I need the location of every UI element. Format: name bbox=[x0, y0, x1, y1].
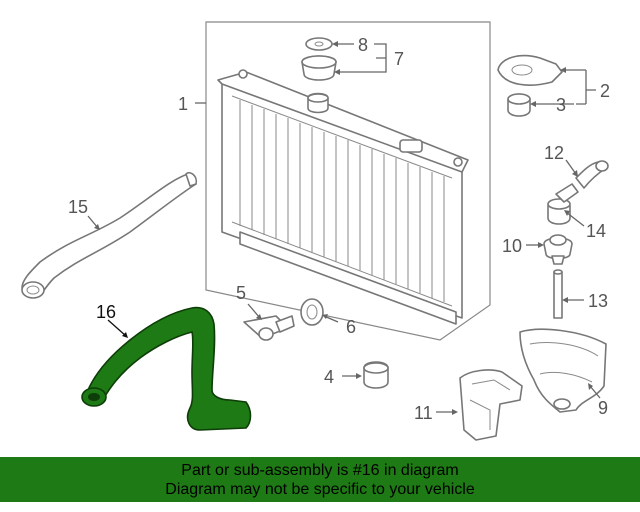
reservoir-hose bbox=[575, 160, 609, 189]
callout-12: 12 bbox=[544, 143, 564, 163]
leader-lines bbox=[87, 41, 601, 415]
callout-14: 14 bbox=[586, 221, 606, 241]
callout-1: 1 bbox=[178, 94, 188, 114]
part-info-banner: Part or sub-assembly is #16 in diagram D… bbox=[0, 457, 640, 502]
radiator bbox=[217, 69, 469, 325]
lower-cushion bbox=[363, 361, 389, 389]
lower-radiator-hose bbox=[81, 306, 252, 431]
radiator-mount-bracket bbox=[497, 54, 563, 117]
hose-joint bbox=[543, 234, 573, 265]
radiator-cap bbox=[301, 37, 337, 114]
callout-16: 16 bbox=[96, 302, 116, 322]
callout-6: 6 bbox=[346, 317, 356, 337]
callout-5: 5 bbox=[236, 283, 246, 303]
drain-plug bbox=[243, 315, 295, 341]
reservoir-tube bbox=[553, 269, 563, 319]
callout-10: 10 bbox=[502, 236, 522, 256]
callout-2: 2 bbox=[600, 81, 610, 101]
callout-labels: 1 2 3 4 5 6 7 8 9 10 11 12 13 14 15 16 bbox=[68, 35, 610, 423]
upper-radiator-hose bbox=[21, 171, 198, 299]
drain-o-ring bbox=[300, 298, 324, 326]
callout-4: 4 bbox=[324, 367, 334, 387]
radiator-assembly-frame bbox=[205, 21, 491, 341]
reservoir-cap bbox=[547, 183, 579, 225]
callout-9: 9 bbox=[598, 398, 608, 418]
callout-11: 11 bbox=[414, 403, 433, 423]
banner-line-2: Diagram may not be specific to your vehi… bbox=[165, 481, 475, 498]
callout-7: 7 bbox=[394, 49, 404, 69]
callout-3: 3 bbox=[556, 95, 566, 115]
callout-15: 15 bbox=[68, 197, 88, 217]
callout-13: 13 bbox=[588, 291, 608, 311]
callout-8: 8 bbox=[358, 35, 368, 55]
reserve-tank bbox=[519, 328, 607, 413]
tank-bracket bbox=[459, 369, 523, 441]
banner-line-1: Part or sub-assembly is #16 in diagram bbox=[181, 462, 459, 479]
